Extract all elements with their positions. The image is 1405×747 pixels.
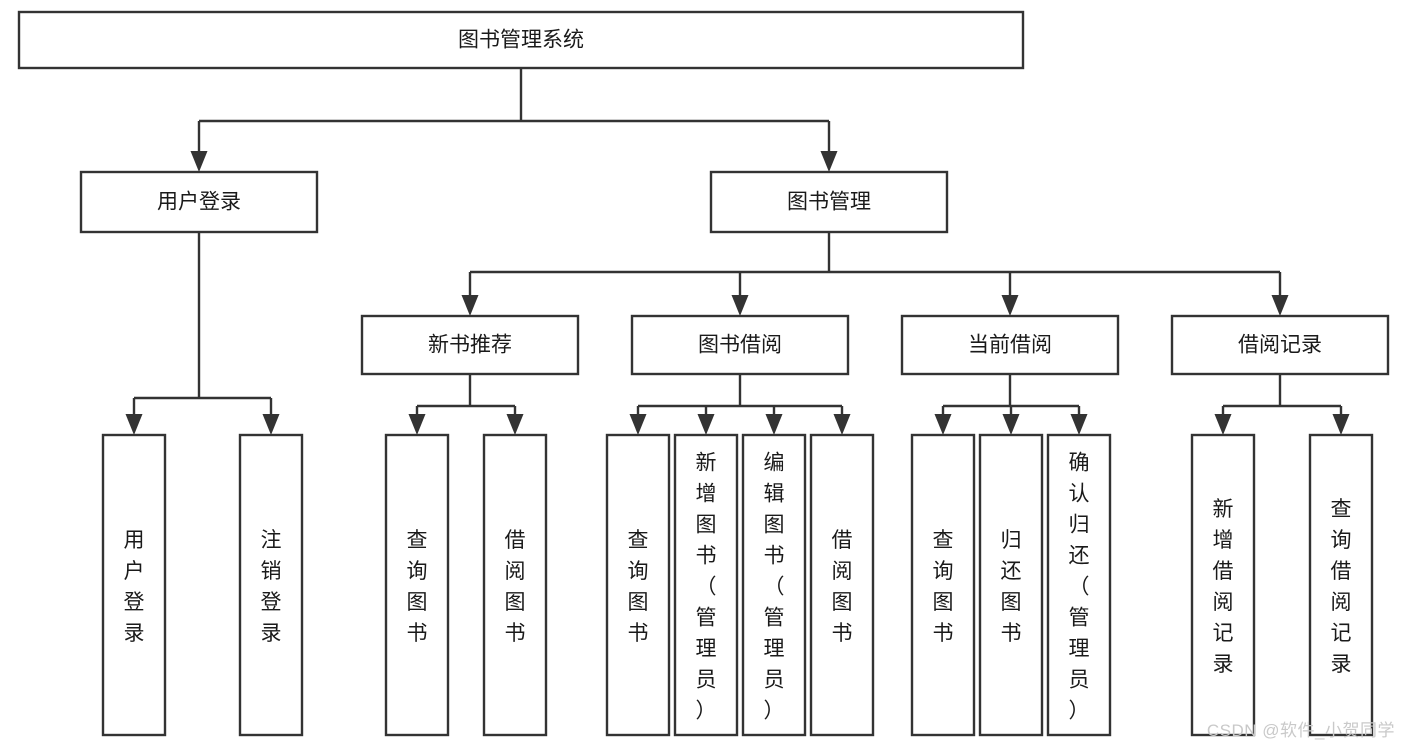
arrow-head-icon [125,414,143,435]
node-box[interactable] [673,433,739,737]
node-lf-1[interactable]: 用户登录 [101,433,167,737]
node-label: 查询图书 [407,529,428,645]
watermark-text: CSDN @软件_小贺同学 [1206,721,1395,740]
node-box[interactable] [1046,433,1112,737]
node-l2-2[interactable]: 图书管理 [709,170,949,234]
node-box[interactable] [17,10,1025,70]
connector-group [1214,374,1350,435]
arrow-head-icon [934,414,952,435]
node-label: 注销登录 [261,529,282,645]
node-l3-4[interactable]: 借阅记录 [1170,314,1390,376]
arrow-head-icon [833,414,851,435]
arrow-head-icon [629,414,647,435]
node-label: 用户登录 [124,529,145,645]
node-label: 图书借阅 [698,334,782,357]
arrow-head-icon [765,414,783,435]
node-box[interactable] [1170,314,1390,376]
node-label: 新书推荐 [428,334,512,357]
arrow-head-icon [820,151,838,172]
node-lf-7[interactable]: 编辑图书（管理员） [741,433,807,737]
arrow-head-icon [1001,295,1019,316]
node-lf-5[interactable]: 查询图书 [605,433,671,737]
node-l3-2[interactable]: 图书借阅 [630,314,850,376]
node-root[interactable]: 图书管理系统 [17,10,1025,70]
arrow-head-icon [697,414,715,435]
connector-group [629,374,851,435]
node-label: 编辑图书（管理员） [764,452,785,723]
arrow-head-icon [506,414,524,435]
node-box[interactable] [1308,433,1374,737]
node-box[interactable] [630,314,850,376]
node-lf-2[interactable]: 注销登录 [238,433,304,737]
node-label: 图书管理系统 [458,29,584,52]
arrow-head-icon [461,295,479,316]
node-box[interactable] [238,433,304,737]
node-box[interactable] [978,433,1044,737]
node-box[interactable] [741,433,807,737]
arrow-head-icon [190,151,208,172]
node-lf-6[interactable]: 新增图书（管理员） [673,433,739,737]
connector-layer [125,68,1350,435]
node-lf-12[interactable]: 新增借阅记录 [1190,433,1256,737]
node-layer: 图书管理系统用户登录图书管理新书推荐图书借阅当前借阅借阅记录用户登录注销登录查询… [17,10,1390,737]
node-label: 查询图书 [628,529,649,645]
node-label: 当前借阅 [968,334,1052,357]
node-box[interactable] [605,433,671,737]
node-lf-8[interactable]: 借阅图书 [809,433,875,737]
connector-group [934,374,1088,435]
arrow-head-icon [1002,414,1020,435]
arrow-head-icon [1332,414,1350,435]
node-lf-4[interactable]: 借阅图书 [482,433,548,737]
node-label: 图书管理 [787,191,871,214]
node-l3-3[interactable]: 当前借阅 [900,314,1120,376]
node-label: 借阅记录 [1238,334,1322,357]
connector-group [408,374,524,435]
node-lf-10[interactable]: 归还图书 [978,433,1044,737]
node-label: 确认归还（管理员） [1069,452,1090,723]
node-label: 借阅图书 [832,529,853,645]
node-label: 用户登录 [157,191,241,214]
node-label: 新增借阅记录 [1213,498,1234,676]
node-lf-3[interactable]: 查询图书 [384,433,450,737]
node-lf-13[interactable]: 查询借阅记录 [1308,433,1374,737]
node-label: 归还图书 [1001,529,1022,645]
node-box[interactable] [384,433,450,737]
node-label: 查询图书 [933,529,954,645]
node-label: 新增图书（管理员） [696,452,717,723]
node-box[interactable] [1190,433,1256,737]
node-box[interactable] [360,314,580,376]
connector-group [461,232,1289,316]
node-box[interactable] [79,170,319,234]
connector-group [190,68,838,172]
arrow-head-icon [1271,295,1289,316]
node-lf-9[interactable]: 查询图书 [910,433,976,737]
node-lf-11[interactable]: 确认归还（管理员） [1046,433,1112,737]
arrow-head-icon [1070,414,1088,435]
arrow-head-icon [262,414,280,435]
arrow-head-icon [1214,414,1232,435]
node-label: 借阅图书 [505,529,526,645]
node-label: 查询借阅记录 [1331,498,1352,676]
node-box[interactable] [709,170,949,234]
node-box[interactable] [900,314,1120,376]
arrow-head-icon [731,295,749,316]
connector-group [125,232,280,435]
node-box[interactable] [910,433,976,737]
node-box[interactable] [809,433,875,737]
node-l2-1[interactable]: 用户登录 [79,170,319,234]
arrow-head-icon [408,414,426,435]
node-box[interactable] [101,433,167,737]
node-l3-1[interactable]: 新书推荐 [360,314,580,376]
node-box[interactable] [482,433,548,737]
